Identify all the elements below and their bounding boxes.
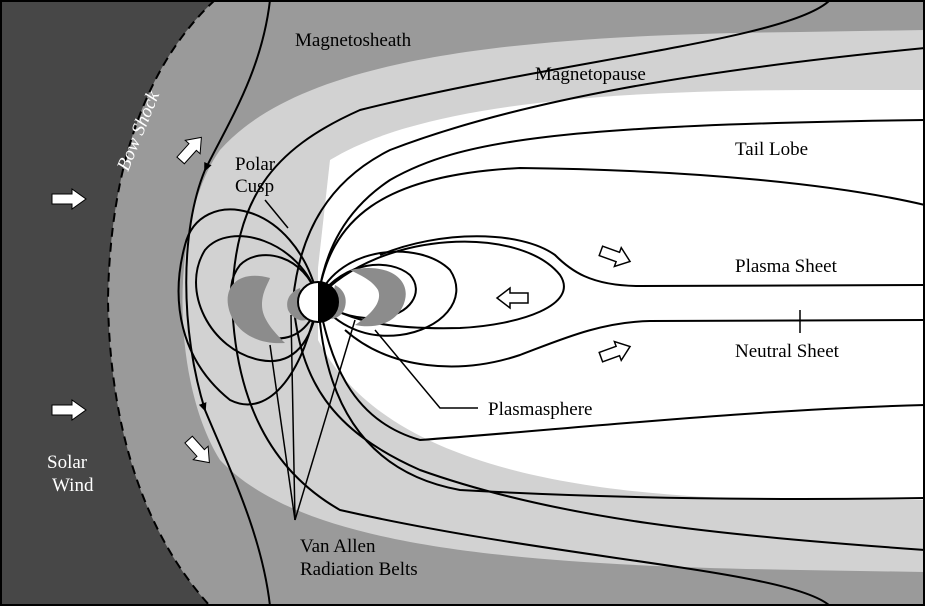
magnetosheath-label: Magnetosheath [295, 30, 412, 51]
solar-wind-label-line2: Wind [52, 475, 94, 496]
neutral-sheet-label: Neutral Sheet [735, 341, 840, 362]
magnetopause-label: Magnetopause [535, 64, 646, 85]
tail-lobe-label: Tail Lobe [735, 139, 808, 160]
solar-wind-label-line1: Solar [47, 452, 88, 473]
van-allen-label-line2: Radiation Belts [300, 559, 418, 580]
plasma-sheet-label: Plasma Sheet [735, 256, 838, 277]
van-allen-label-line1: Van Allen [300, 536, 376, 557]
polar-cusp-label-line2: Cusp [235, 176, 274, 197]
polar-cusp-label-line1: Polar [235, 154, 276, 175]
plasmasphere-label: Plasmasphere [488, 399, 592, 420]
earth-icon [298, 282, 338, 322]
